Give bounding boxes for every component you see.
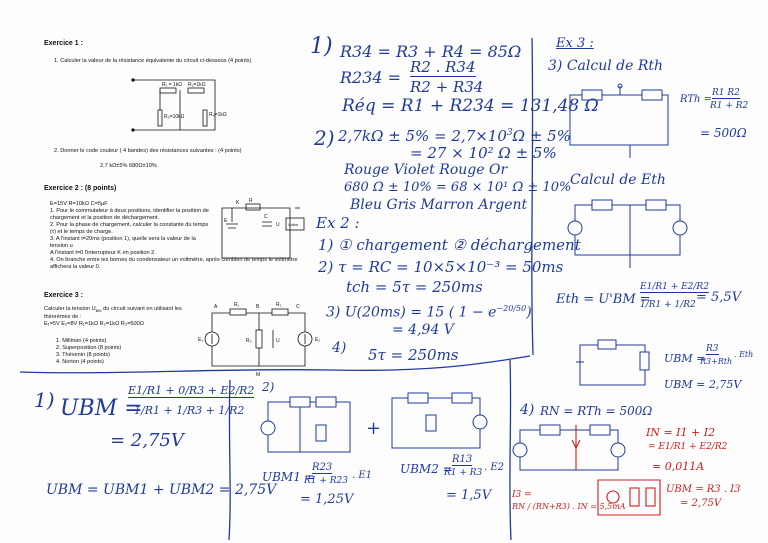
ubm1-label: UBM1 = bbox=[262, 470, 315, 484]
c3-u: U bbox=[276, 338, 280, 344]
c2-voltm: Voltm bbox=[288, 222, 299, 227]
c3-e1: E₁ bbox=[198, 337, 203, 343]
c3-r3: R₃ bbox=[246, 338, 252, 344]
ex2-ans3b: = 4,94 V bbox=[392, 322, 454, 338]
ex2-ans3: 3) U(20ms) = 15 ( 1 − e−20/50) bbox=[326, 304, 532, 321]
c2-k: K bbox=[236, 200, 240, 206]
ubm2-den: R1 + R3 bbox=[444, 468, 483, 478]
nor-label: 4) bbox=[520, 402, 535, 418]
ubm-th-num: R3 bbox=[706, 344, 719, 355]
ubm1-val: = 1,25V bbox=[300, 492, 354, 507]
color-27k: 2,7kΩ ± 5% = 2,7×103Ω ± 5% bbox=[338, 127, 571, 145]
c2-c: C bbox=[264, 214, 268, 220]
ubm-th-label: UBM = bbox=[664, 352, 706, 365]
eth-val: = 5,5V bbox=[696, 290, 742, 305]
ex3-intro: Calculer la tension UBM du circuit suiva… bbox=[44, 306, 182, 328]
sup-label: 2) bbox=[262, 380, 275, 394]
rth-num: R1 R2 bbox=[712, 88, 740, 99]
mill-val: = 2,75V bbox=[110, 430, 184, 451]
ubm-sum: UBM = UBM1 + UBM2 = 2,75V bbox=[46, 482, 277, 498]
mill-num: E1/R1 + 0/R3 + E2/R2 bbox=[128, 384, 255, 398]
r234-num: R2 . R34 bbox=[410, 58, 476, 77]
ex3-list: 1. Millman (4 points) 2. Superposition (… bbox=[56, 338, 122, 365]
ubm1-tail: . E1 bbox=[352, 470, 373, 481]
c3-a: A bbox=[214, 304, 218, 310]
i3-red: I3 = bbox=[512, 490, 532, 500]
ubm2-val: = 1,5V bbox=[446, 488, 492, 503]
ex2-ans1: 1) ① chargement ② déchargement bbox=[318, 236, 581, 254]
rth-label: RTh = bbox=[680, 94, 713, 105]
ubm-th-val: UBM = 2,75V bbox=[664, 378, 742, 391]
ubm2-label: UBM2 = bbox=[400, 462, 453, 476]
color-rvr: Rouge Violet Rouge Or bbox=[344, 162, 508, 178]
color-680: 680 Ω ± 10% = 68 × 10¹ Ω ± 10% bbox=[344, 180, 572, 195]
ex2-ans4: 4) bbox=[332, 340, 347, 356]
c2-e: E bbox=[224, 218, 228, 224]
ex1-title: Exercice 1 : bbox=[44, 40, 83, 47]
c3-r1: R₁ bbox=[234, 302, 240, 308]
in-red: IN = I1 + I2 bbox=[646, 426, 716, 439]
c2-r: R bbox=[249, 198, 253, 204]
q2-label: 2) bbox=[314, 126, 335, 150]
c2-u: U bbox=[276, 222, 280, 228]
ex2-list: 1. Pour le commutateur à deux positions,… bbox=[50, 208, 298, 270]
ex1-values: 2,7 kΩ±5% 680Ω±10% bbox=[100, 163, 157, 169]
ex1-q2: 2. Donner le code couleur ( 4 bandes) de… bbox=[54, 148, 242, 154]
mill-ubm: UBM = bbox=[60, 396, 143, 421]
mill-den: 1/R1 + 1/R3 + 1/R2 bbox=[134, 404, 245, 417]
ubm2-num: R13 bbox=[452, 454, 473, 466]
ubm-th-den: R3+Rth bbox=[700, 357, 733, 366]
c1-r4: R₄=1kΩ bbox=[209, 112, 227, 118]
in-red-frac: = E1/R1 + E2/R2 bbox=[648, 442, 728, 452]
r34-line: R34 = R3 + R4 = 85Ω bbox=[340, 42, 522, 61]
r234-label: R234 = bbox=[340, 68, 402, 87]
c3-c: C bbox=[296, 304, 300, 310]
c3-b: B bbox=[256, 304, 260, 310]
mill-label: 1) bbox=[34, 388, 55, 412]
c1-r1: R₁ = 1kΩ bbox=[162, 82, 182, 88]
color-bgma: Bleu Gris Marron Argent bbox=[350, 197, 528, 213]
color-27k-b: = 27 × 10² Ω ± 5% bbox=[410, 144, 557, 162]
c1-r3: R₃=10kΩ bbox=[164, 114, 185, 120]
plus-sign: + bbox=[366, 418, 382, 439]
ex2-heading: Ex 2 : bbox=[316, 214, 360, 232]
ex2-title: Exercice 2 : (8 points) bbox=[44, 185, 117, 192]
ex1-q1: 1. Calculer la valeur de la résistance é… bbox=[54, 58, 252, 64]
ex3-q3: 3) Calcul de Rth bbox=[548, 58, 664, 74]
c3-m: M bbox=[256, 372, 260, 378]
ex2-ans2: 2) τ = RC = 10×5×10⁻³ = 50ms bbox=[318, 258, 564, 276]
req-line: Réq = R1 + R234 = 131,48 Ω bbox=[342, 96, 599, 116]
c3-e2: E₂ bbox=[315, 337, 320, 343]
c3-r2: R₂ bbox=[276, 302, 282, 308]
eth-title: Calcul de Eth bbox=[570, 172, 666, 188]
eth-num: E1/R1 + E2/R2 bbox=[640, 282, 709, 293]
c1-r2: R₂=1kΩ bbox=[188, 82, 206, 88]
i3-red-frac: RN / (RN+R3) . IN = 5,5mA bbox=[512, 502, 626, 511]
ubm-red: UBM = R3 . I3 bbox=[666, 484, 741, 495]
ubm1-den: R1 + R23 bbox=[304, 476, 348, 486]
ex3-title: Exercice 3 : bbox=[44, 292, 83, 299]
rth-val: = 500Ω bbox=[700, 126, 747, 140]
in-red-val: = 0,011A bbox=[652, 460, 705, 473]
ex2-ans2b: tch = 5τ = 250ms bbox=[346, 278, 483, 296]
r234-den: R2 + R34 bbox=[410, 78, 484, 96]
ex2-ans4b: 5τ = 250ms bbox=[368, 346, 459, 364]
eth-den: 1/R1 + 1/R2 bbox=[640, 300, 696, 310]
ubm2-tail: . E2 bbox=[484, 462, 505, 473]
ubm1-num: R23 bbox=[312, 462, 333, 474]
q1-label: 1) bbox=[310, 34, 333, 59]
eth-label: Eth = U'BM = bbox=[556, 292, 651, 307]
rn-line: RN = RTh = 500Ω bbox=[540, 404, 653, 418]
ubm-red-val: = 2,75V bbox=[680, 498, 722, 509]
ex3-heading: Ex 3 : bbox=[556, 36, 594, 51]
ex2-params: E=15V R=10kΩ C=5µF bbox=[50, 201, 108, 207]
ubm-th-tail: . Eth bbox=[734, 350, 754, 359]
rth-den: R1 + R2 bbox=[710, 101, 749, 111]
